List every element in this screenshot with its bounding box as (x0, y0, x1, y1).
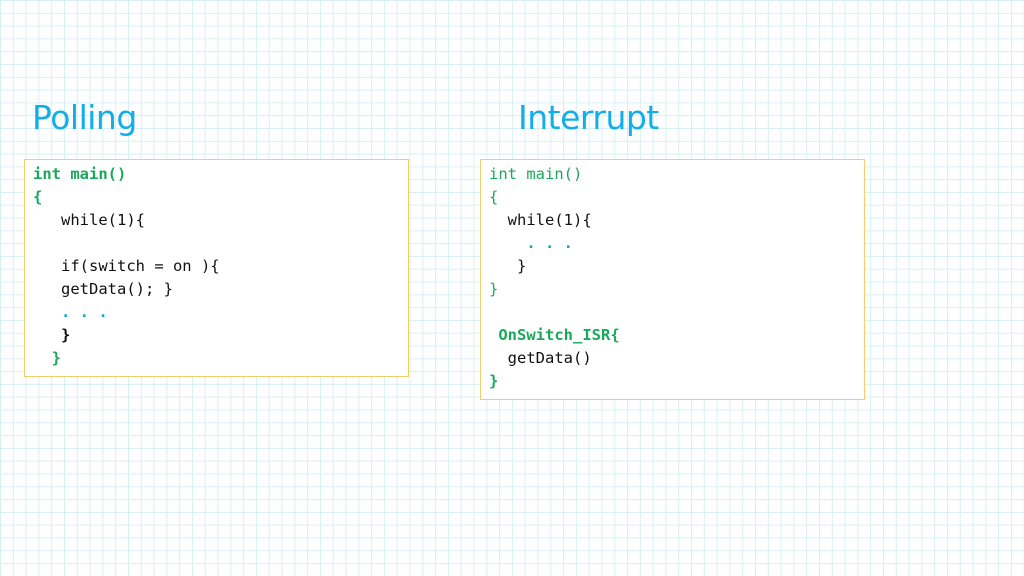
code-line: } (33, 326, 71, 344)
code-line: while(1){ (33, 211, 145, 229)
code-line: if(switch = on ){ (33, 257, 220, 275)
code-line: while(1){ (489, 211, 592, 229)
code-line: OnSwitch_ISR{ (489, 326, 620, 344)
code-line: int main() (33, 165, 127, 183)
code-line: } (489, 372, 499, 390)
interrupt-title: Interrupt (518, 98, 659, 137)
code-line: { (489, 188, 499, 206)
code-line-ellipsis: . . . (489, 234, 573, 252)
polling-code-box: int main() { while(1){ if(switch = on ){… (24, 159, 409, 377)
code-line: } (33, 349, 61, 367)
code-line: } (489, 257, 527, 275)
code-line: int main() (489, 165, 583, 183)
interrupt-code-box: int main() { while(1){ . . . } } OnSwitc… (480, 159, 865, 400)
code-line: { (33, 188, 43, 206)
code-line: getData(); } (33, 280, 173, 298)
code-line: getData() (489, 349, 592, 367)
code-line-ellipsis: . . . (33, 303, 108, 321)
polling-title: Polling (32, 98, 137, 137)
code-line: } (489, 280, 499, 298)
